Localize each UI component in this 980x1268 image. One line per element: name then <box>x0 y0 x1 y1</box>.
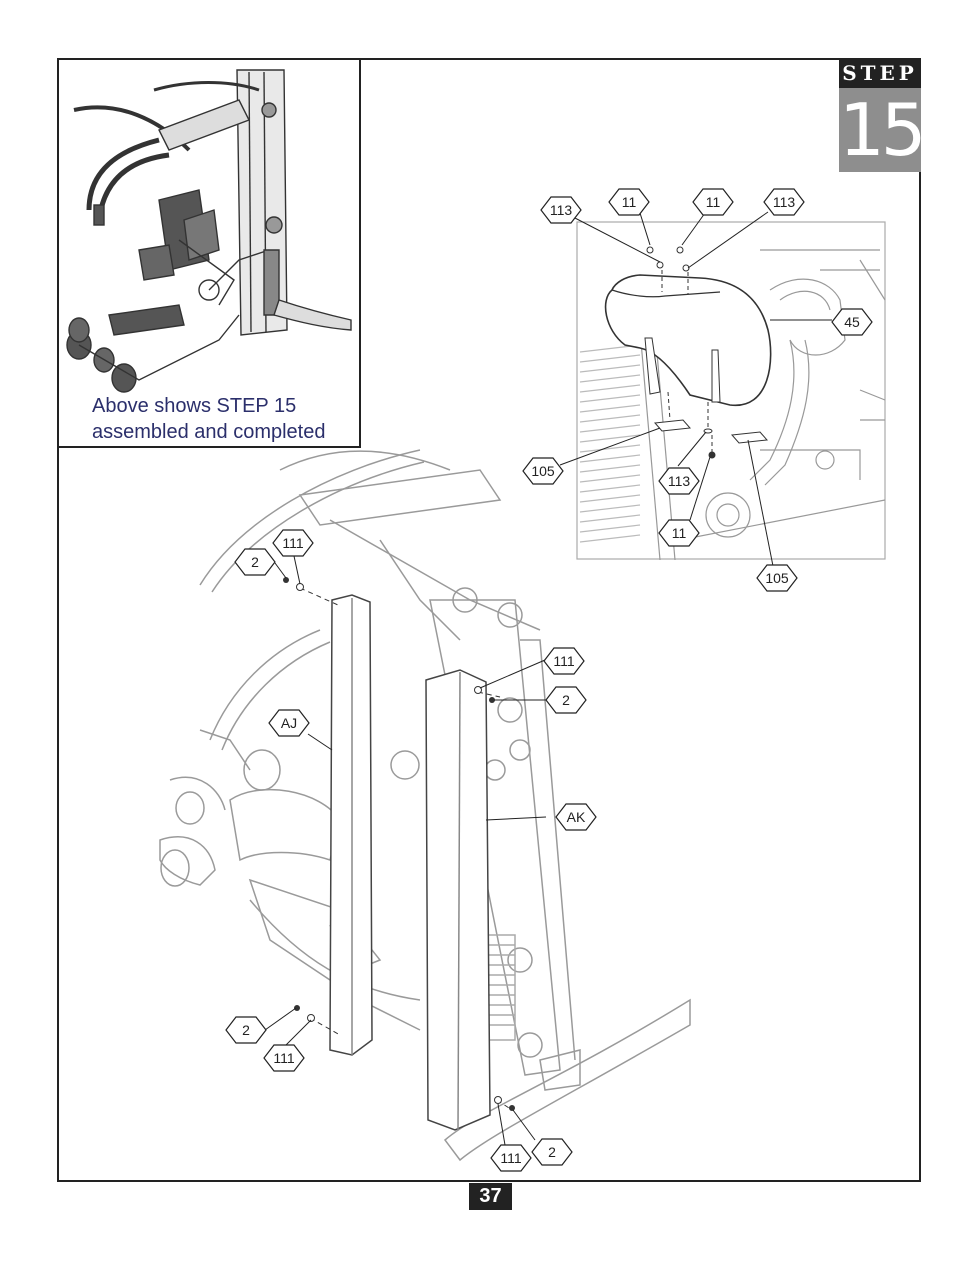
step-number: 15 <box>839 88 927 172</box>
shroud-aj-drawing <box>329 594 373 1056</box>
callout-11: 11 <box>706 194 721 210</box>
callout-ak: AK <box>567 809 586 825</box>
inset-caption-line2: assembled and completed <box>92 421 326 443</box>
callout-2: 2 <box>562 692 570 708</box>
completed-assembly-inset <box>57 58 361 448</box>
callout-2: 2 <box>548 1144 556 1160</box>
callout-2: 2 <box>251 554 259 570</box>
completed-machine-image <box>66 69 352 393</box>
callout-11: 11 <box>622 194 637 210</box>
page-number: 37 <box>469 1183 512 1210</box>
callout-11: 11 <box>672 525 687 541</box>
callout-113: 113 <box>550 202 573 218</box>
callout-45: 45 <box>844 314 860 330</box>
callout-111: 111 <box>553 653 574 669</box>
page-frame <box>57 58 921 1182</box>
callout-113: 113 <box>773 194 796 210</box>
inset-caption: Above shows STEP 15 assembled and comple… <box>92 393 354 445</box>
detail-view <box>559 211 886 567</box>
hardware-parts <box>283 577 515 1111</box>
step-word: STEP <box>839 58 921 88</box>
step-badge: STEP 15 <box>839 58 927 172</box>
inset-caption-line1: Above shows STEP 15 <box>92 395 297 417</box>
callout-2: 2 <box>242 1022 250 1038</box>
seat-pad-45 <box>604 274 772 406</box>
callout-113: 113 <box>668 473 691 489</box>
callout-105: 105 <box>765 570 789 586</box>
callout-111: 111 <box>500 1150 521 1166</box>
gym-frame-drawing <box>159 449 691 1162</box>
shroud-ak-drawing <box>425 669 491 1131</box>
callout-aj: AJ <box>281 715 297 731</box>
callout-105: 105 <box>531 463 555 479</box>
callout-111: 111 <box>282 535 303 551</box>
main-leader-lines <box>264 555 547 1146</box>
callout-111: 111 <box>273 1050 294 1066</box>
